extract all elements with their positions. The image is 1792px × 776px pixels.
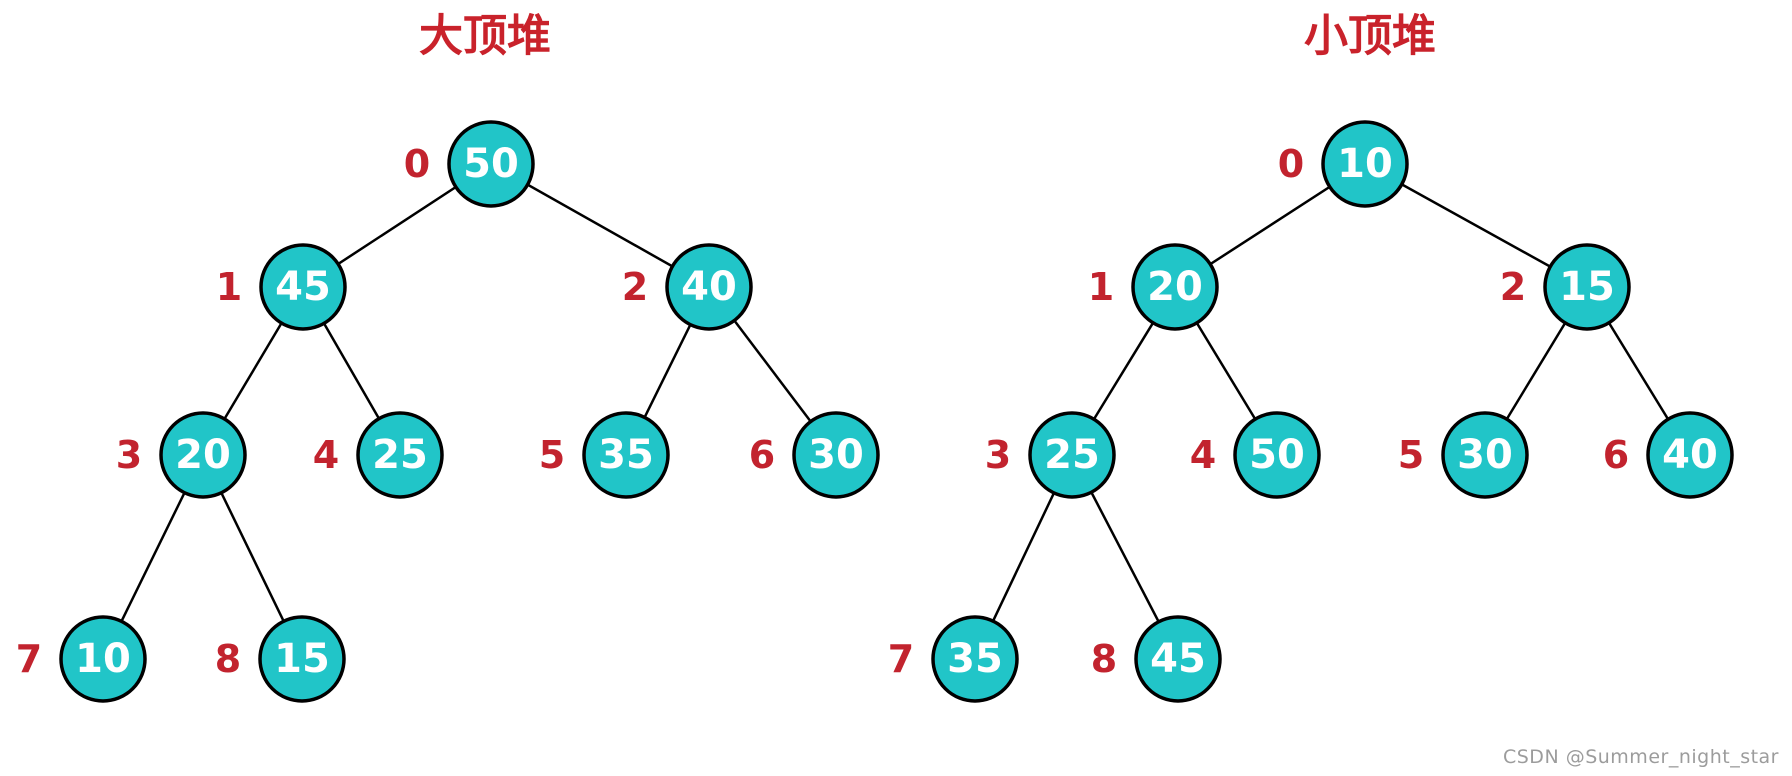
tree1-node-index-7: 7 bbox=[888, 637, 914, 681]
tree1-node-value-2: 15 bbox=[1559, 264, 1615, 310]
tree0-node-circle-6 bbox=[792, 411, 880, 499]
tree1-node-circle-7 bbox=[931, 615, 1019, 703]
diagram-title-0: 大顶堆 bbox=[419, 11, 551, 62]
tree0-node-value-4: 25 bbox=[372, 432, 428, 478]
tree0-node-value-8: 15 bbox=[274, 636, 330, 682]
tree0-node-circle-2 bbox=[665, 243, 753, 331]
tree1-node-value-7: 35 bbox=[947, 636, 1003, 682]
tree0-node-value-2: 40 bbox=[681, 264, 737, 310]
tree0-node-circle-1 bbox=[259, 243, 347, 331]
tree0-node-value-0: 50 bbox=[463, 141, 519, 187]
tree1-node-value-4: 50 bbox=[1249, 432, 1305, 478]
tree1-node-value-3: 25 bbox=[1044, 432, 1100, 478]
tree1-node-circle-4 bbox=[1233, 411, 1321, 499]
tree1-node-index-8: 8 bbox=[1091, 637, 1117, 681]
tree0-node-index-4: 4 bbox=[313, 433, 339, 477]
tree0-node-circle-0 bbox=[447, 120, 535, 208]
tree1-node-circle-0 bbox=[1321, 120, 1409, 208]
tree1-node-value-8: 45 bbox=[1150, 636, 1206, 682]
tree1-node-value-5: 30 bbox=[1457, 432, 1513, 478]
diagram-title-1: 小顶堆 bbox=[1304, 11, 1436, 62]
tree0-node-index-3: 3 bbox=[116, 433, 142, 477]
tree1-node-circle-3 bbox=[1028, 411, 1116, 499]
tree1-node-index-2: 2 bbox=[1500, 265, 1526, 309]
tree0-node-index-2: 2 bbox=[622, 265, 648, 309]
tree0-node-index-8: 8 bbox=[215, 637, 241, 681]
tree1-node-circle-6 bbox=[1646, 411, 1734, 499]
tree0-node-value-1: 45 bbox=[275, 264, 331, 310]
tree1-node-circle-2 bbox=[1543, 243, 1631, 331]
tree0-node-index-1: 1 bbox=[216, 265, 242, 309]
tree1-node-value-1: 20 bbox=[1147, 264, 1203, 310]
tree1-node-index-5: 5 bbox=[1398, 433, 1424, 477]
tree0-node-index-5: 5 bbox=[539, 433, 565, 477]
tree0-node-circle-5 bbox=[582, 411, 670, 499]
tree1-node-index-6: 6 bbox=[1603, 433, 1629, 477]
tree0-node-value-5: 35 bbox=[598, 432, 654, 478]
tree1-node-index-0: 0 bbox=[1278, 142, 1304, 186]
watermark-text: CSDN @Summer_night_star bbox=[1502, 746, 1779, 768]
tree1-node-value-6: 40 bbox=[1662, 432, 1718, 478]
tree1-node-index-3: 3 bbox=[985, 433, 1011, 477]
tree1-node-circle-5 bbox=[1441, 411, 1529, 499]
tree1-node-index-4: 4 bbox=[1190, 433, 1216, 477]
tree0-node-value-6: 30 bbox=[808, 432, 864, 478]
tree1-node-circle-1 bbox=[1131, 243, 1219, 331]
tree0-node-index-7: 7 bbox=[16, 637, 42, 681]
tree0-node-index-6: 6 bbox=[749, 433, 775, 477]
tree1-node-value-0: 10 bbox=[1337, 141, 1393, 187]
heap-tree-0: 50 0 45 1 40 2 20 3 25 4 35 5 30 6 10 7 15 8 大顶堆 bbox=[16, 11, 880, 703]
tree0-node-circle-8 bbox=[258, 615, 346, 703]
heap-tree-1: 10 0 20 1 15 2 25 3 50 4 30 5 40 6 35 7 45 8 小顶堆 bbox=[888, 11, 1734, 703]
tree0-node-value-3: 20 bbox=[175, 432, 231, 478]
tree0-node-index-0: 0 bbox=[404, 142, 430, 186]
tree0-node-circle-3 bbox=[159, 411, 247, 499]
tree0-node-circle-4 bbox=[356, 411, 444, 499]
tree0-node-circle-7 bbox=[59, 615, 147, 703]
tree0-node-value-7: 10 bbox=[75, 636, 131, 682]
tree1-node-index-1: 1 bbox=[1088, 265, 1114, 309]
tree1-node-circle-8 bbox=[1134, 615, 1222, 703]
